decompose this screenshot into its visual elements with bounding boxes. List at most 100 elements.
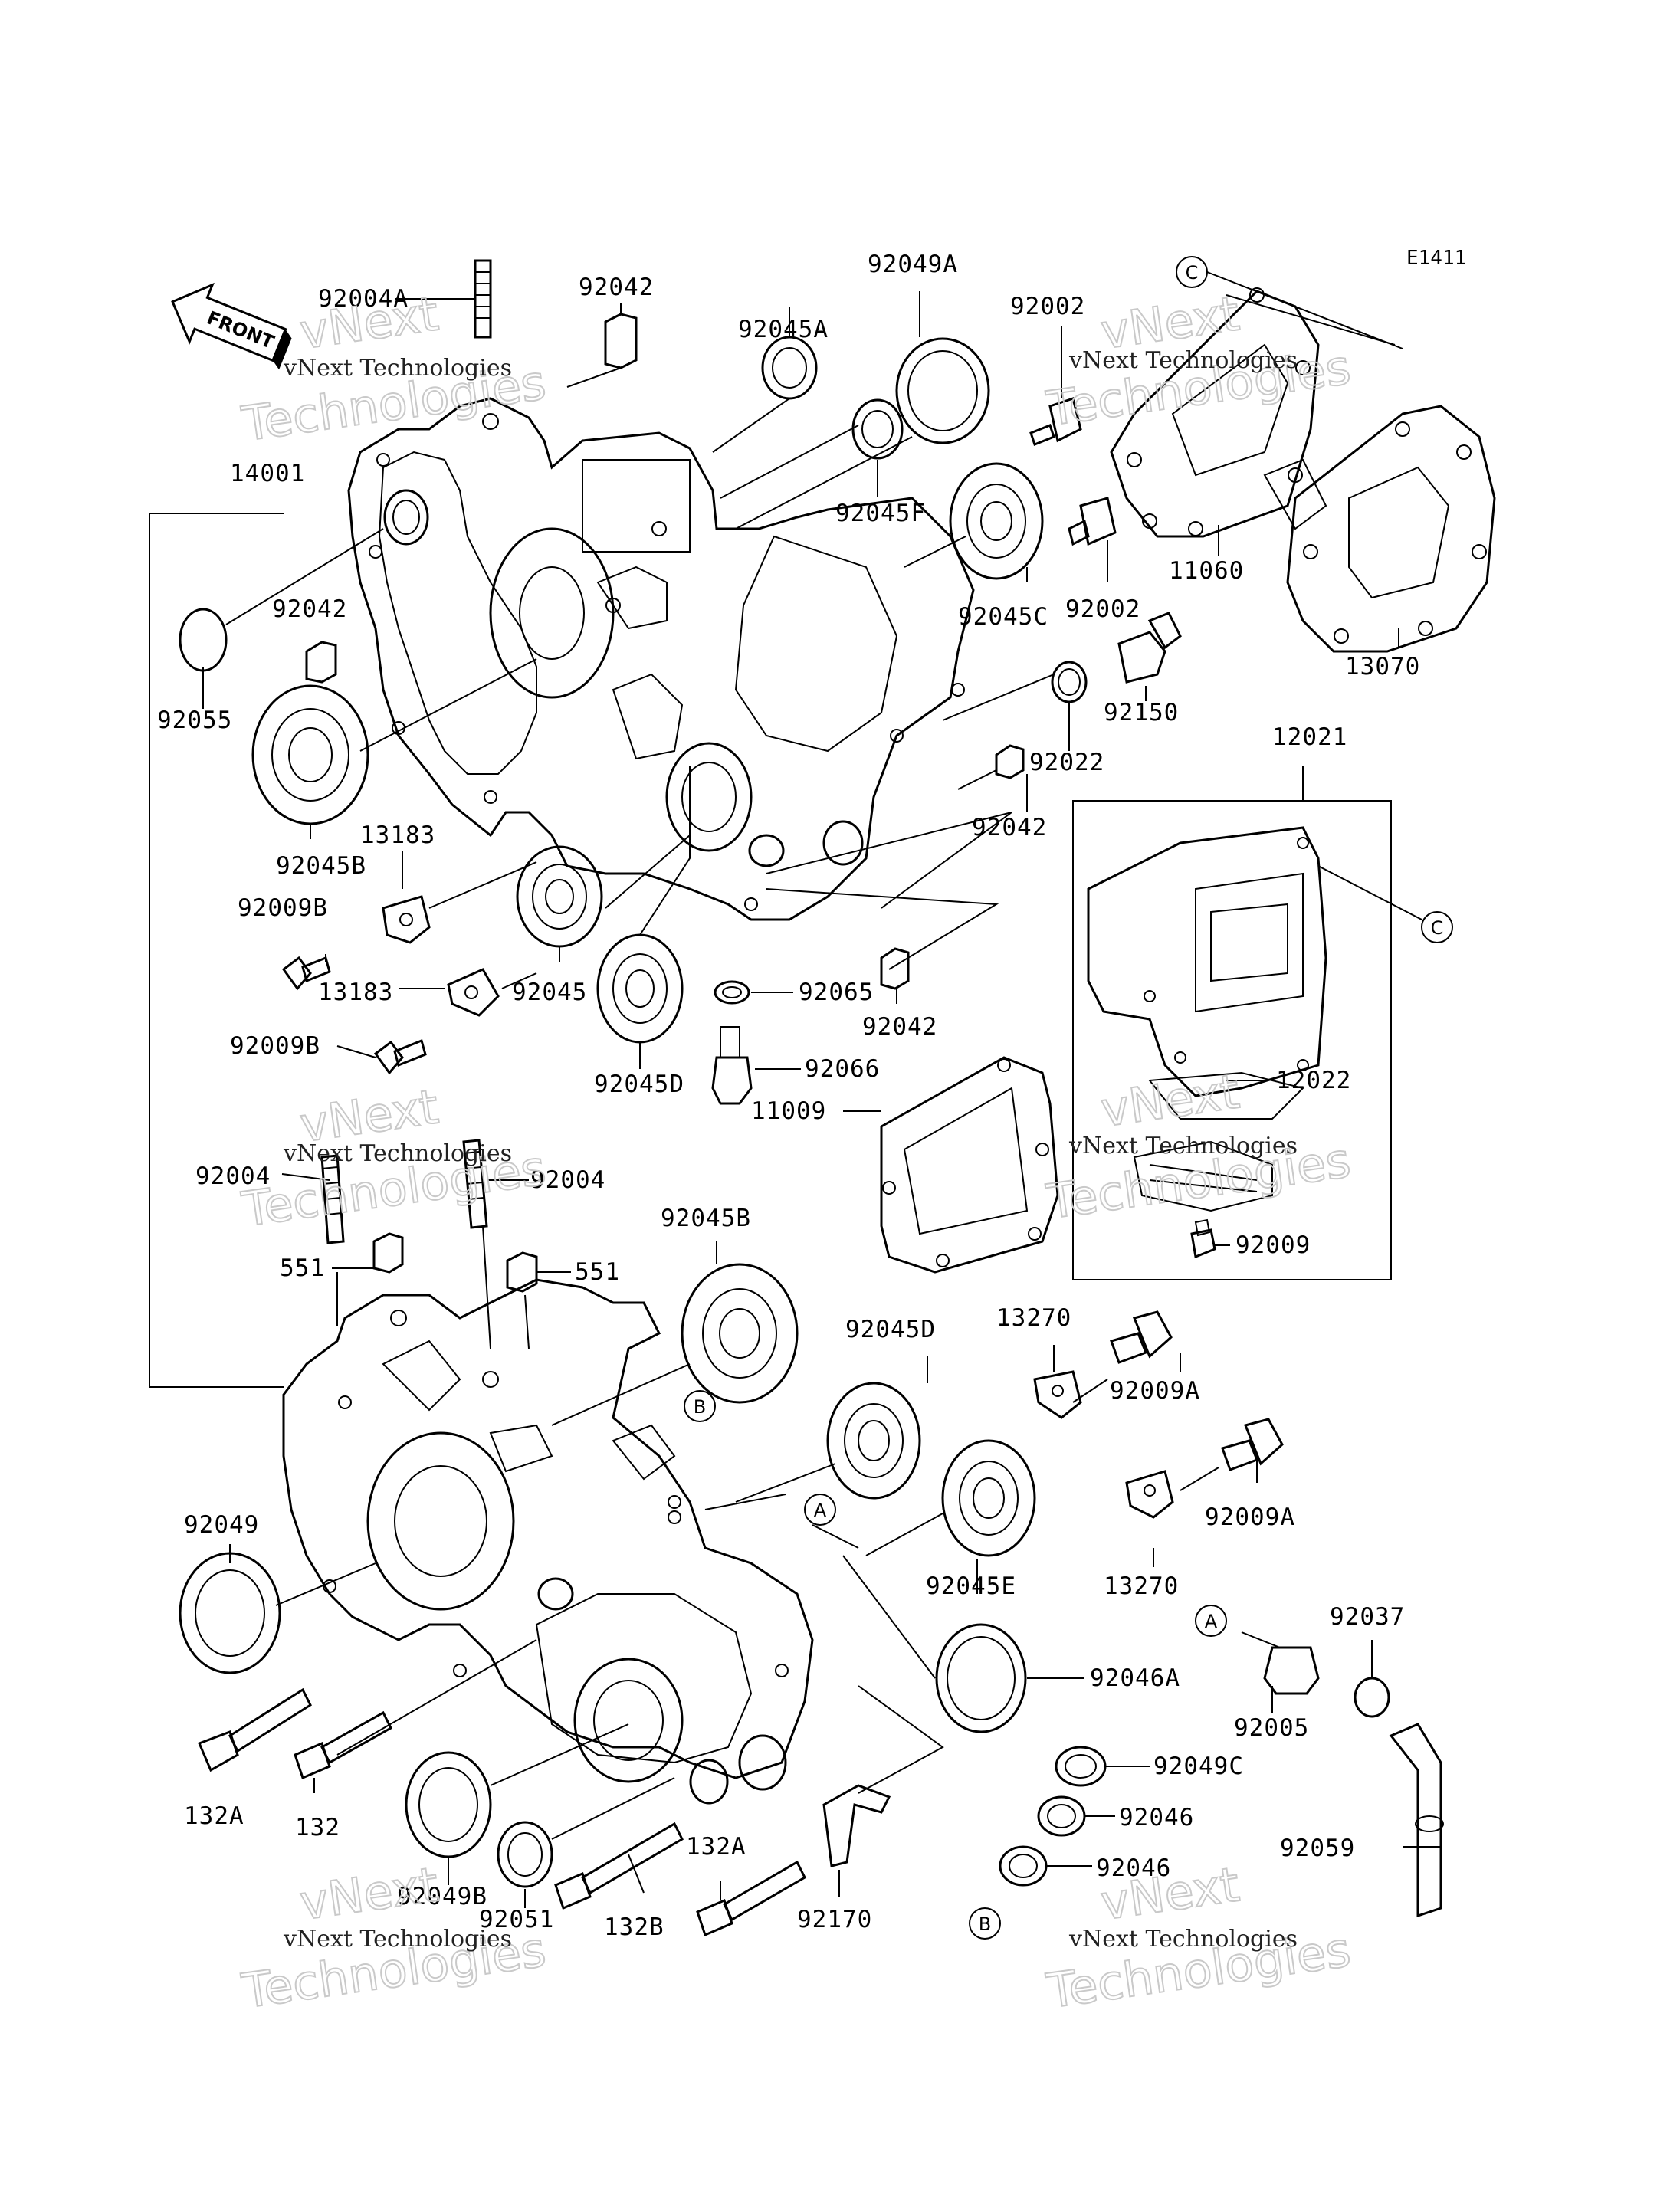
screw-92009A-lower-icon: [1221, 1418, 1284, 1471]
label-14001: 14001: [230, 460, 305, 487]
bolt-132A-left-icon: [198, 1687, 312, 1772]
label-11060: 11060: [1169, 557, 1244, 585]
label-92045A: 92045A: [738, 316, 829, 343]
label-13270-lower: 13270: [1104, 1572, 1179, 1600]
bearing-92045D-upper-icon: [596, 933, 684, 1044]
seal-92049-icon: [179, 1552, 281, 1674]
dowel-92042-mid-icon: [880, 947, 910, 990]
dowel-551-right-icon: [506, 1251, 538, 1293]
label-132: 132: [295, 1814, 340, 1841]
label-92170: 92170: [797, 1906, 872, 1933]
label-132A-left: 132A: [184, 1802, 244, 1830]
oil-seals: [179, 337, 1088, 1888]
dowel-92042-right-icon: [995, 744, 1025, 779]
watermark-top-left: vNext Technologies vNext Technologies: [238, 284, 550, 453]
bolt-132B-icon: [554, 1822, 684, 1910]
label-92009B-upper: 92009B: [238, 894, 328, 922]
washer-92022-icon: [1051, 661, 1088, 703]
callout-B-lower: B: [969, 1907, 1001, 1940]
part-labels: 92004A 92042 92045A 92049A 92002 14001 9…: [157, 251, 1420, 1941]
svg-text:vNext: vNext: [297, 1856, 442, 1930]
seal-92046A-icon: [935, 1623, 1027, 1733]
svg-text:vNext Technologies: vNext Technologies: [1068, 347, 1298, 374]
callout-A-upper: A: [804, 1494, 836, 1526]
stud-92004-right-icon: [462, 1139, 488, 1229]
label-92051: 92051: [479, 1906, 554, 1933]
label-92049B: 92049B: [397, 1883, 487, 1910]
bearing-92045D-lower-icon: [826, 1382, 921, 1500]
label-92002-mid: 92002: [1065, 595, 1140, 623]
svg-text:A: A: [814, 1500, 827, 1521]
watermark-top-right: vNext Technologies vNext Technologies: [1042, 284, 1355, 438]
o-ring-92055-icon: [179, 608, 228, 672]
label-92004-left: 92004: [195, 1162, 271, 1190]
drain-plug-92066-icon: [711, 1026, 753, 1105]
seal-92049B-icon: [405, 1751, 492, 1858]
stud-92004-left-icon: [320, 1154, 345, 1244]
svg-text:C: C: [1186, 262, 1199, 284]
fitting-92005-icon: [1263, 1646, 1320, 1695]
label-92042-left: 92042: [272, 595, 347, 623]
collar-92049C-icon: [1055, 1746, 1107, 1787]
label-92009A-lower: 92009A: [1205, 1503, 1295, 1531]
screw-92009B-upper-icon: [281, 956, 331, 991]
label-92002-top: 92002: [1010, 293, 1085, 320]
screw-92009A-upper-icon: [1110, 1310, 1173, 1364]
seal-92051-icon: [497, 1821, 553, 1888]
callout-C-leaders: [1206, 271, 1422, 920]
callout-A-lower: A: [1195, 1605, 1227, 1637]
svg-text:vNext Technologies: vNext Technologies: [1068, 1926, 1298, 1953]
seal-92049A-icon: [895, 337, 990, 444]
bearing-92045B-upper-icon: [251, 684, 369, 825]
clip-92170-icon: [822, 1784, 891, 1867]
bearing-92045-icon: [516, 845, 603, 948]
watermark-bottom-left: vNext Technologies vNext Technologies: [238, 1855, 550, 2020]
label-92066: 92066: [805, 1055, 880, 1083]
label-132B: 132B: [604, 1913, 664, 1941]
svg-text:vNext Technologies: vNext Technologies: [283, 1140, 512, 1167]
dowel-92042-top-icon: [604, 313, 638, 369]
label-92009: 92009: [1235, 1231, 1311, 1259]
dowel-551-left-icon: [372, 1232, 404, 1274]
cover-gasket: [880, 1056, 1059, 1274]
label-92045B-lower: 92045B: [661, 1205, 751, 1232]
collar-92046-lower-icon: [999, 1845, 1048, 1887]
bearing-92045F-icon: [851, 398, 904, 460]
watermark-mid-left: vNext Technologies vNext Technologies: [238, 1077, 550, 1238]
label-92046-upper: 92046: [1119, 1804, 1194, 1831]
label-92009B-lower: 92009B: [230, 1032, 320, 1060]
label-92046A: 92046A: [1090, 1664, 1180, 1692]
label-92009A-upper: 92009A: [1110, 1377, 1200, 1405]
bearing-92045A-icon: [761, 336, 818, 400]
fasteners: [198, 259, 1444, 1937]
svg-text:A: A: [1205, 1611, 1218, 1632]
fitting-92150-icon: [1117, 612, 1182, 684]
screw-92009-icon: [1190, 1218, 1216, 1259]
svg-text:vNext Technologies: vNext Technologies: [283, 1926, 512, 1953]
label-92045D-upper: 92045D: [594, 1071, 684, 1098]
label-92045B-upper: 92045B: [276, 852, 366, 880]
label-92022: 92022: [1029, 749, 1104, 776]
label-13183-lower: 13183: [318, 979, 393, 1006]
screw-92009B-lower-icon: [373, 1038, 427, 1075]
label-92045C: 92045C: [958, 603, 1048, 631]
label-92059: 92059: [1280, 1835, 1355, 1862]
leader-lines: [149, 291, 1441, 1908]
svg-text:C: C: [1431, 917, 1444, 939]
bracket-13270-upper-icon: [1033, 1370, 1082, 1419]
label-92005: 92005: [1234, 1714, 1309, 1742]
bolt-132-icon: [294, 1710, 392, 1780]
label-92004-right: 92004: [530, 1166, 605, 1194]
label-13070: 13070: [1345, 653, 1420, 680]
stud-92004A-icon: [474, 259, 492, 339]
label-92045E: 92045E: [926, 1572, 1016, 1600]
svg-text:B: B: [979, 1913, 991, 1935]
label-92045F: 92045F: [835, 500, 926, 527]
callout-C-upper: C: [1176, 256, 1208, 288]
label-92037: 92037: [1330, 1603, 1405, 1631]
front-arrow-icon: FRONT: [171, 282, 292, 370]
bearing-92045C-icon: [949, 462, 1044, 580]
clamp-92037-icon: [1354, 1677, 1390, 1718]
label-92049A: 92049A: [868, 251, 958, 278]
